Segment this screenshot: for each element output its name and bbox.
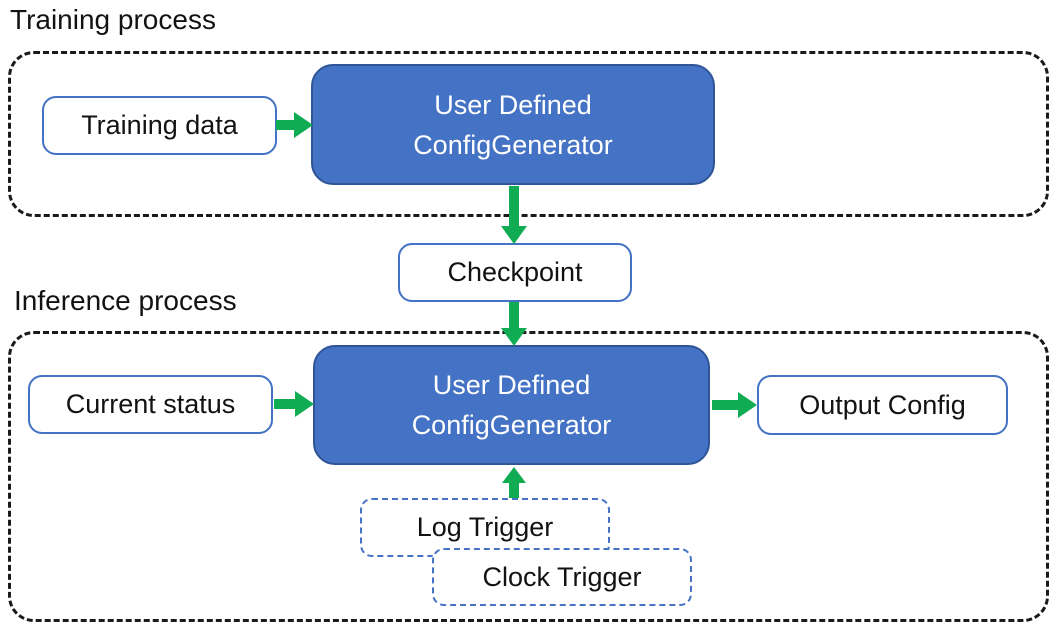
arrow-head	[501, 328, 527, 346]
checkpoint-label: Checkpoint	[447, 257, 583, 287]
output-config-label: Output Config	[799, 389, 966, 420]
config-generator-inference-line1: User Defined	[432, 370, 591, 400]
clock-trigger-label: Clock Trigger	[482, 561, 642, 592]
arrow-stem	[509, 186, 519, 227]
config-generator-training-node: User Defined ConfigGenerator	[311, 64, 715, 185]
current-status-node: Current status	[28, 375, 273, 434]
config-generator-training-line1: User Defined	[434, 89, 592, 120]
checkpoint-node: Checkpoint	[398, 243, 632, 302]
current-status-label: Current status	[65, 389, 236, 419]
arrow-training-data-to-generator	[276, 112, 313, 138]
arrow-head	[501, 226, 527, 244]
arrow-stem	[509, 302, 519, 329]
training-data-label: Training data	[81, 110, 238, 140]
arrow-current-status-to-generator	[274, 391, 314, 417]
config-generator-inference-line2: ConfigGenerator	[411, 410, 612, 440]
config-generator-inference-node: User Defined ConfigGenerator	[313, 345, 710, 465]
inference-process-label: Inference process	[14, 285, 237, 316]
arrow-generator-to-checkpoint	[501, 186, 527, 244]
arrow-stem	[276, 120, 296, 130]
arrow-log-trigger-to-generator	[501, 467, 527, 498]
arrow-head	[295, 391, 314, 417]
arrow-stem	[274, 399, 296, 409]
arrow-head	[738, 392, 757, 418]
arrow-head	[294, 112, 313, 138]
arrow-stem	[712, 400, 739, 410]
clock-trigger-node: Clock Trigger	[432, 548, 692, 606]
output-config-node: Output Config	[757, 375, 1008, 435]
training-process-label: Training process	[10, 4, 216, 35]
log-trigger-label: Log Trigger	[416, 512, 554, 542]
training-data-node: Training data	[42, 96, 277, 155]
arrow-head	[502, 467, 526, 483]
arrow-checkpoint-to-inference-generator	[501, 302, 527, 346]
log-trigger-node: Log Trigger	[360, 498, 610, 557]
inference-process-container	[8, 331, 1049, 622]
config-generator-training-line2: ConfigGenerator	[413, 129, 613, 160]
arrow-generator-to-output-config	[712, 392, 757, 418]
arrow-stem	[509, 482, 519, 498]
training-process-container	[8, 51, 1049, 217]
